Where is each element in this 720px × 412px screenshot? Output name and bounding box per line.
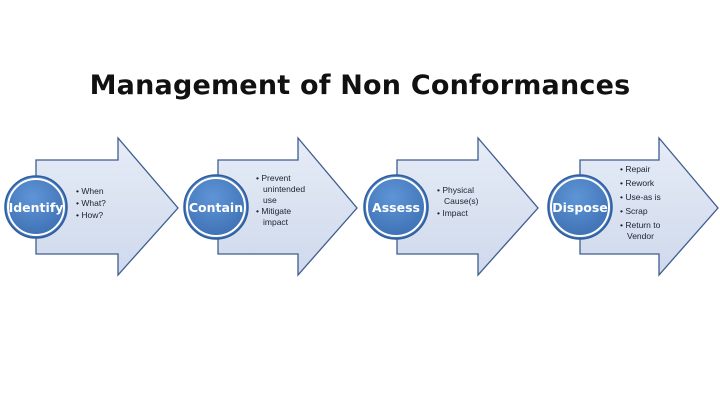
step-arrow — [579, 136, 719, 277]
bullet-item: • When — [76, 186, 104, 196]
step-bullets: • When • What? • How? — [76, 186, 106, 220]
bullet-item: unintended — [263, 184, 305, 194]
bullet-item: • Return to — [620, 220, 661, 230]
bullet-item: • How? — [76, 210, 103, 220]
step-bullets: • Prevent unintended use • Mitigate impa… — [256, 173, 305, 227]
bullet-item: Vendor — [627, 231, 654, 241]
bullet-item: • What? — [76, 198, 106, 208]
step-assess: Assess • Physical Cause(s) • Impact — [363, 136, 539, 277]
step-dispose: Dispose • Repair • Rework • Use-as is • … — [547, 136, 719, 277]
step-label: Identify — [9, 200, 64, 215]
step-label: Contain — [189, 200, 243, 215]
diagram-title: Management of Non Conformances — [89, 70, 631, 101]
bullet-item: impact — [263, 217, 289, 227]
step-arrow — [35, 136, 179, 277]
step-label: Assess — [372, 200, 420, 215]
bullet-item: use — [263, 195, 277, 205]
bullet-item: • Rework — [620, 178, 655, 188]
bullet-item: • Use-as is — [620, 192, 661, 202]
step-circle — [547, 174, 613, 240]
step-arrow — [396, 136, 539, 277]
bullet-item: • Prevent — [256, 173, 291, 183]
bullet-item: • Mitigate — [256, 206, 291, 216]
bullet-item: • Scrap — [620, 206, 648, 216]
bullet-item: • Repair — [620, 164, 651, 174]
bullet-item: • Impact — [437, 208, 468, 218]
step-label: Dispose — [552, 200, 608, 215]
step-identify: Identify • When • What? • How? — [4, 136, 179, 277]
step-circle — [183, 174, 249, 240]
step-bullets: • Physical Cause(s) • Impact — [437, 185, 479, 218]
step-circle — [363, 174, 429, 240]
step-bullets: • Repair • Rework • Use-as is • Scrap • … — [620, 164, 661, 241]
bullet-item: Cause(s) — [444, 196, 479, 206]
step-contain: Contain • Prevent unintended use • Mitig… — [183, 136, 358, 277]
step-circle — [4, 175, 68, 239]
bullet-item: • Physical — [437, 185, 474, 195]
step-arrow — [217, 136, 358, 277]
